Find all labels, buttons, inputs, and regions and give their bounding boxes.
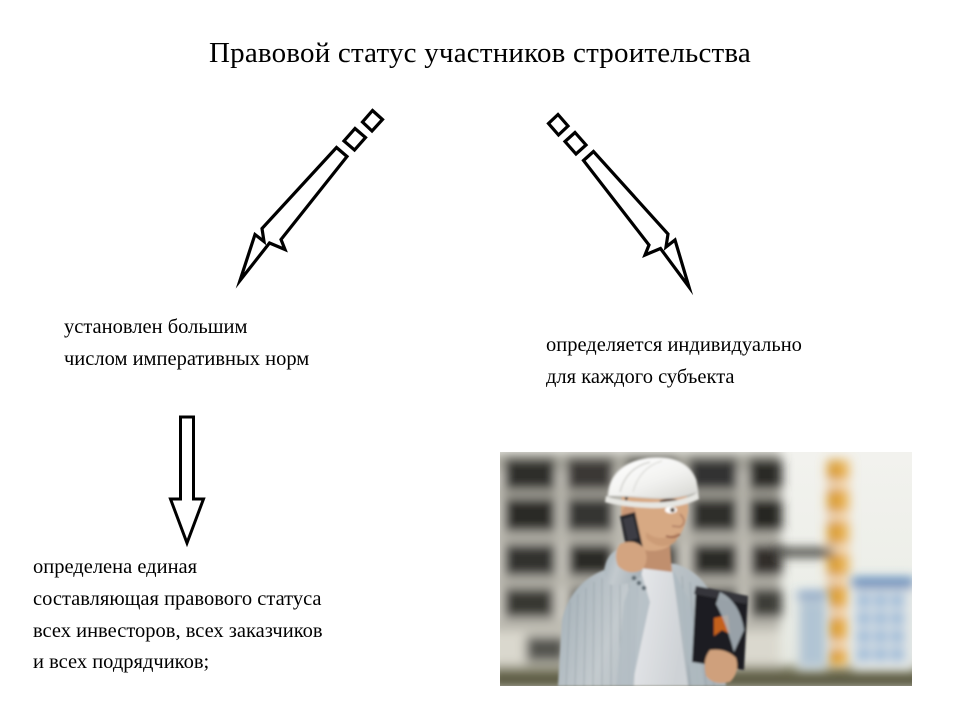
arrow-tail-segment-mid <box>562 130 589 157</box>
photo-phone-screen <box>623 516 638 541</box>
photo-lapel-left <box>616 562 650 686</box>
photo-person <box>558 456 748 686</box>
arrow-shaft-and-head <box>581 149 694 296</box>
photo-helmet-ridge-2 <box>632 460 663 493</box>
photo-helmet-ridge-1 <box>619 461 651 493</box>
photo-hard-hat <box>607 456 699 499</box>
arrow-down-right-icon <box>546 112 694 296</box>
photo-crane <box>776 460 849 666</box>
photo-hand-left <box>615 541 647 573</box>
text-block-left-top: установлен большим числом императивных н… <box>64 316 310 370</box>
photo-hard-hat-brim <box>605 492 699 509</box>
arrow-down-left-icon <box>235 108 385 289</box>
photo-cuff-buttons <box>631 575 647 591</box>
arrow-tail-segment-mid <box>341 126 368 153</box>
photo-jaw-shadow <box>646 532 678 547</box>
photo-nose <box>671 513 685 529</box>
text-block-right-top: определяется индивидуально для каждого с… <box>546 334 802 388</box>
arrow-shaft-and-head <box>235 145 350 289</box>
photo-pupil <box>670 507 675 513</box>
construction-manager-photo <box>500 452 912 686</box>
arrow-tail-segment-far <box>546 112 571 138</box>
arrow-down-icon <box>168 415 206 548</box>
arrow-body <box>168 415 206 548</box>
photo-illustration <box>500 452 912 686</box>
photo-right-sleeve <box>716 592 744 652</box>
photo-hand-right <box>704 649 738 684</box>
page-title: Правовой статус участников строительства <box>209 37 751 69</box>
arrow-tail-segment-far <box>360 108 385 134</box>
photo-mouth <box>665 533 681 539</box>
text-block-bottom: определена единая составляющая правового… <box>33 556 323 674</box>
photo-shirt <box>634 562 688 686</box>
photo-distant-building <box>797 578 912 670</box>
